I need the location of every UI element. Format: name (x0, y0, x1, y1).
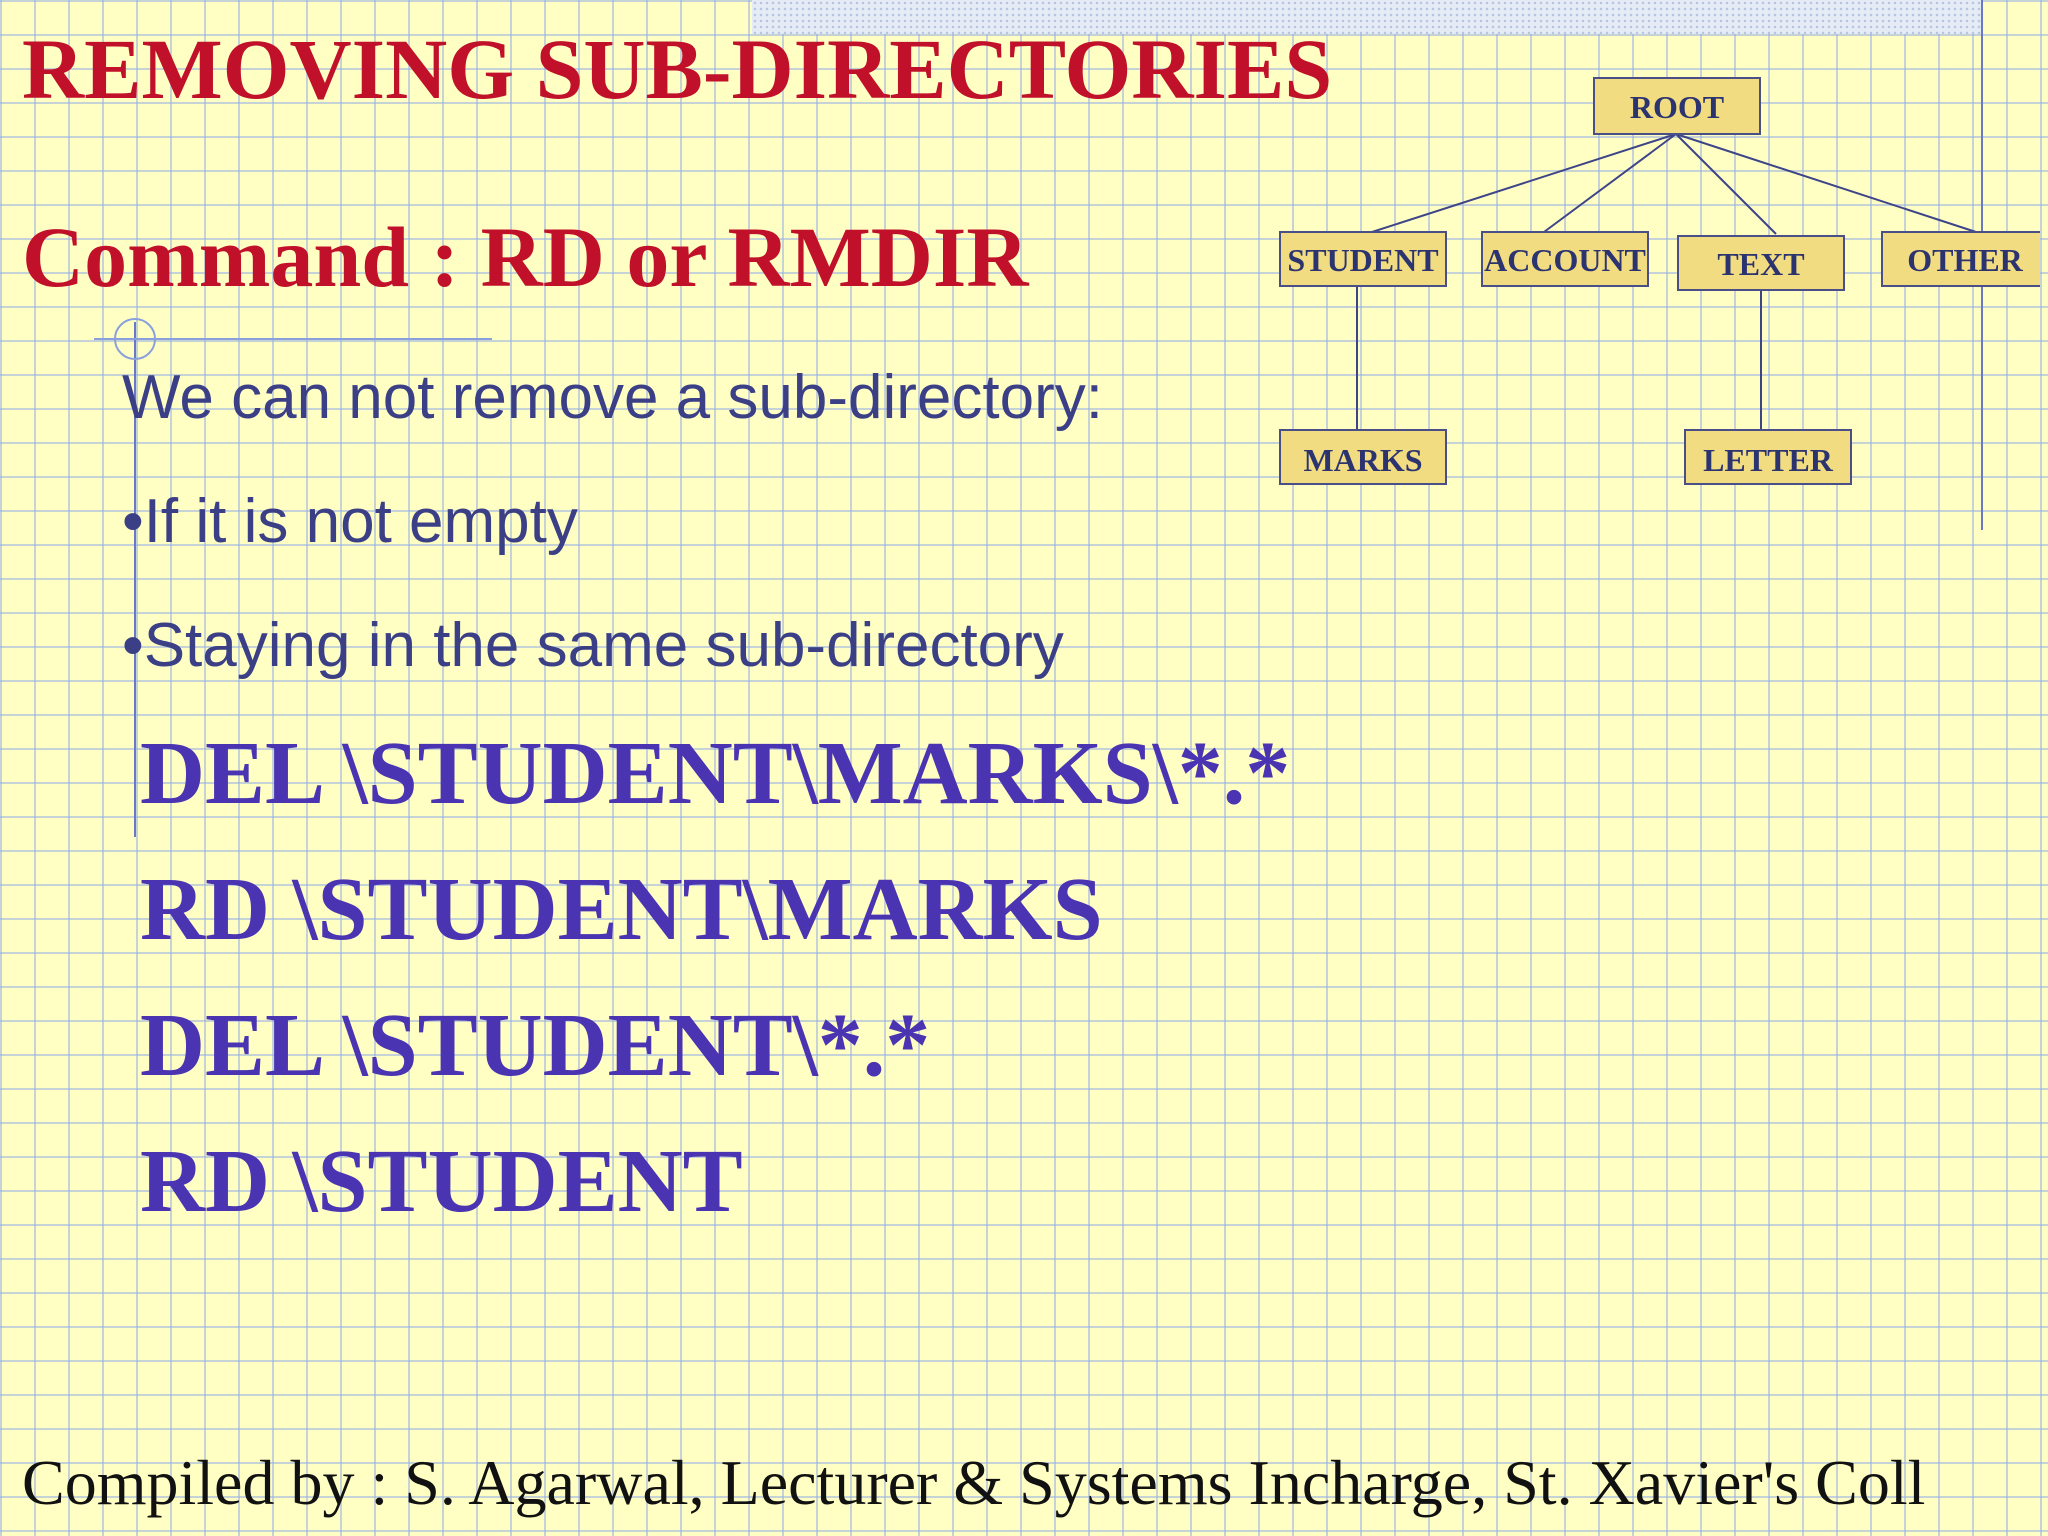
directory-tree-diagram: ROOT STUDENT ACCOUNT TEXT OTHER MARKS LE… (1270, 70, 2040, 500)
node-text: TEXT (1677, 235, 1845, 291)
code-line-rd-student: RD \STUDENT (140, 1132, 743, 1231)
node-other: OTHER (1881, 231, 2040, 287)
code-line-rd-marks: RD \STUDENT\MARKS (140, 860, 1103, 959)
intro-text: We can not remove a sub-directory: (122, 363, 1103, 432)
node-account: ACCOUNT (1481, 231, 1649, 287)
edge-root-account (1543, 133, 1677, 233)
svg-text:ROOT: ROOT (1630, 89, 1724, 125)
svg-text:STUDENT: STUDENT (1287, 242, 1438, 278)
svg-text:TEXT: TEXT (1717, 246, 1804, 282)
command-heading: Command : RD or RMDIR (22, 209, 1029, 305)
svg-text:LETTER: LETTER (1703, 442, 1834, 478)
node-student: STUDENT (1279, 231, 1447, 287)
top-dotted-band (752, 0, 1982, 34)
horizontal-rule (94, 338, 492, 340)
edge-root-other (1675, 133, 1977, 233)
edge-root-student (1371, 133, 1677, 233)
svg-text:MARKS: MARKS (1303, 442, 1422, 478)
slide-title: REMOVING SUB-DIRECTORIES (22, 21, 1333, 117)
node-root: ROOT (1593, 77, 1761, 135)
directory-tree-svg: ROOT STUDENT ACCOUNT TEXT OTHER MARKS LE… (1279, 77, 2040, 485)
bullet-same-directory: •Staying in the same sub-directory (122, 611, 1064, 680)
edge-root-text (1675, 133, 1777, 235)
svg-text:OTHER: OTHER (1907, 242, 2023, 278)
node-letter: LETTER (1684, 429, 1852, 485)
svg-text:ACCOUNT: ACCOUNT (1484, 242, 1646, 278)
code-line-del-student: DEL \STUDENT\*.* (140, 996, 931, 1095)
ring-ornament (114, 318, 156, 360)
node-marks: MARKS (1279, 429, 1447, 485)
bullet-not-empty: •If it is not empty (122, 487, 578, 556)
footer-credit: Compiled by : S. Agarwal, Lecturer & Sys… (22, 1448, 1926, 1518)
left-vertical-rule (134, 322, 136, 837)
code-line-del-marks: DEL \STUDENT\MARKS\*.* (140, 724, 1291, 823)
